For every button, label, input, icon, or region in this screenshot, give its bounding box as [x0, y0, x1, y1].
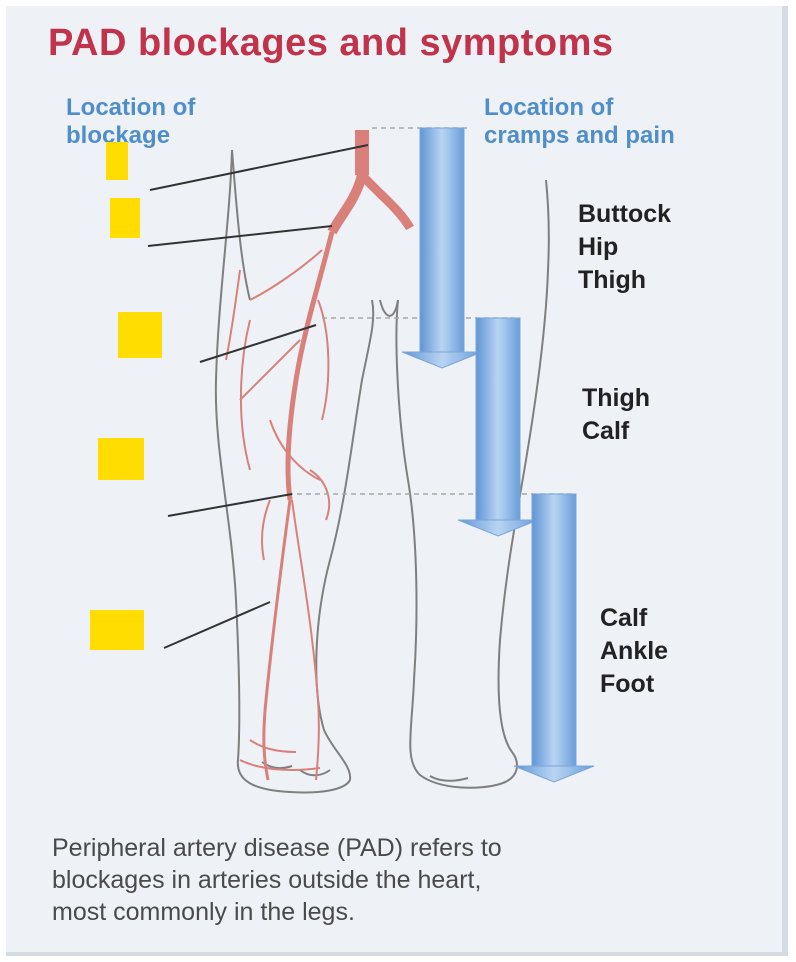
caption: Peripheral artery disease (PAD) refers t… — [52, 832, 752, 928]
arrow-upper — [402, 128, 482, 368]
symptom-group-lower: Calf Ankle Foot — [600, 602, 668, 701]
blockage-marker — [98, 438, 144, 480]
symptom-group-middle: Thigh Calf — [582, 382, 650, 448]
blockage-marker — [118, 312, 162, 358]
blockage-marker — [106, 142, 128, 180]
blockage-marker — [90, 610, 144, 650]
blockage-marker — [110, 198, 140, 238]
arrow-middle — [458, 318, 538, 536]
arrow-lower — [514, 494, 594, 782]
symptom-group-upper: Buttock Hip Thigh — [578, 198, 671, 297]
